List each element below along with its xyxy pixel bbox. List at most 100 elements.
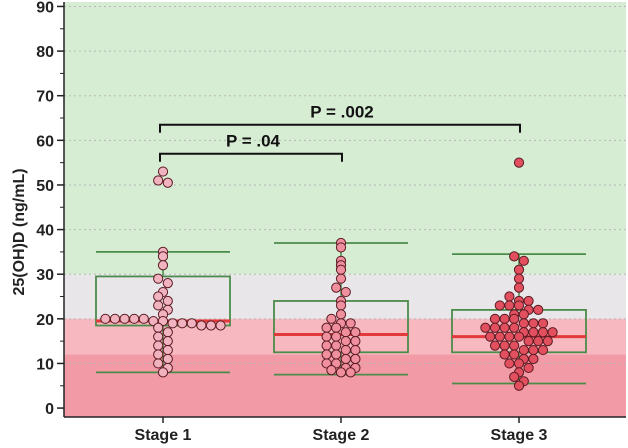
x-tick-label-stage-1: Stage 1 (135, 427, 192, 444)
point-stage-1-23 (186, 318, 197, 329)
point-stage-3-6 (504, 291, 515, 302)
y-tick-label-80: 80 (36, 44, 54, 61)
point-stage-3-9 (494, 300, 505, 311)
point-stage-3-37 (489, 340, 501, 351)
point-stage-3-44 (509, 349, 520, 360)
y-tick-label-40: 40 (36, 223, 54, 240)
point-stage-2-17 (350, 327, 361, 338)
point-stage-2-36 (345, 367, 356, 378)
point-stage-2-6 (331, 282, 342, 293)
point-stage-1-33 (153, 349, 164, 360)
y-tick-label-90: 90 (36, 0, 54, 16)
point-stage-2-18 (321, 331, 332, 342)
point-stage-2-24 (340, 344, 351, 356)
point-stage-2-20 (340, 336, 351, 347)
point-stage-1-17 (129, 313, 140, 324)
point-stage-2-22 (321, 340, 332, 351)
point-stage-3-48 (513, 358, 525, 369)
point-stage-1-34 (162, 353, 173, 365)
point-stage-2-23 (331, 340, 342, 351)
significance-bracket-0 (159, 123, 521, 133)
point-stage-1-32 (162, 344, 173, 356)
y-tick-label-70: 70 (36, 89, 54, 106)
point-stage-2-13 (345, 318, 356, 329)
point-stage-3-21 (537, 318, 549, 329)
point-stage-3-22 (480, 322, 491, 333)
point-stage-1-4 (157, 251, 169, 262)
point-stage-3-11 (513, 300, 525, 311)
point-stage-3-40 (518, 344, 529, 356)
point-stage-3-17 (499, 313, 510, 324)
point-stage-2-15 (331, 322, 342, 333)
point-stage-3-41 (528, 344, 539, 356)
point-stage-2-21 (350, 336, 361, 347)
x-tick-label-stage-2: Stage 2 (313, 427, 370, 444)
point-stage-3-47 (504, 358, 515, 369)
point-stage-1-22 (177, 318, 188, 329)
point-stage-3-29 (547, 327, 558, 338)
point-stage-1-30 (162, 336, 173, 347)
point-stage-2-10 (335, 309, 347, 320)
point-stage-2-1 (335, 242, 347, 253)
point-stage-1-15 (109, 313, 121, 324)
point-stage-3-51 (509, 371, 520, 382)
point-stage-3-27 (528, 327, 539, 338)
point-stage-3-18 (509, 313, 520, 324)
point-stage-2-25 (350, 344, 361, 356)
point-stage-1-18 (138, 313, 149, 324)
point-stage-1-0 (157, 166, 169, 177)
point-stage-3-4 (513, 273, 525, 284)
point-stage-3-3 (513, 264, 525, 275)
y-tick-label-10: 10 (36, 356, 54, 373)
y-tick-label-20: 20 (36, 312, 54, 329)
point-stage-2-34 (326, 365, 337, 376)
point-stage-2-4 (335, 264, 347, 275)
point-stage-1-5 (157, 260, 169, 271)
point-stage-1-35 (153, 358, 164, 369)
point-stage-1-7 (162, 278, 173, 289)
point-stage-3-36 (542, 336, 553, 347)
point-stage-2-35 (335, 367, 347, 378)
point-stage-1-9 (153, 291, 164, 302)
significance-label-1: P = .04 (226, 132, 281, 151)
point-stage-1-10 (162, 295, 173, 307)
point-stage-3-38 (499, 340, 510, 351)
point-stage-3-32 (504, 331, 515, 342)
point-stage-3-33 (513, 331, 525, 342)
point-stage-2-29 (350, 353, 361, 365)
point-stage-1-26 (215, 320, 226, 331)
point-stage-2-14 (321, 322, 332, 333)
point-stage-2-26 (321, 349, 332, 360)
point-stage-3-13 (533, 304, 544, 316)
point-stage-3-20 (528, 318, 539, 329)
point-stage-3-35 (533, 336, 544, 347)
y-tick-label-50: 50 (36, 178, 54, 195)
y-tick-label-0: 0 (45, 401, 54, 418)
point-stage-3-42 (537, 344, 549, 356)
point-stage-1-14 (100, 313, 111, 324)
point-stage-1-2 (162, 177, 173, 188)
point-stage-3-1 (509, 251, 520, 262)
point-stage-1-21 (167, 318, 178, 329)
point-stage-3-24 (499, 322, 510, 333)
point-stage-2-16 (340, 327, 351, 338)
point-stage-1-28 (162, 327, 173, 338)
point-stage-2-28 (340, 353, 351, 365)
point-stage-2-19 (331, 331, 342, 342)
point-stage-3-49 (523, 362, 534, 374)
point-stage-2-5 (335, 273, 347, 284)
point-stage-3-39 (509, 340, 520, 351)
significance-label-0: P = .002 (310, 103, 374, 122)
point-stage-1-24 (196, 320, 207, 331)
point-stage-2-11 (326, 313, 337, 324)
point-stage-3-2 (518, 255, 529, 266)
significance-annotations: P = .002 P = .04 (159, 103, 521, 162)
point-stage-3-5 (513, 282, 525, 293)
point-stage-3-15 (518, 309, 529, 320)
point-stage-3-43 (499, 349, 510, 360)
point-stage-1-37 (157, 367, 169, 378)
point-stage-3-0 (513, 157, 525, 168)
y-axis-title: 25(OH)D (ng/mL) (11, 168, 28, 295)
